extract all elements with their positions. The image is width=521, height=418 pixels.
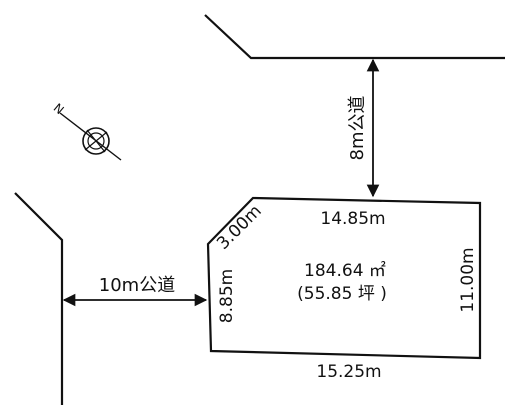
top-road-label: 8m公道: [347, 96, 368, 161]
lot-bottom-edge-length: 15.25m: [316, 362, 381, 382]
north-letter: N: [51, 101, 67, 117]
north-compass-icon: N: [51, 101, 122, 161]
lot-left-edge-length: 8.85m: [217, 269, 237, 323]
left-road-boundary: [14, 192, 64, 405]
top-road-boundary: [204, 14, 505, 60]
lot-area-tsubo: (55.85 坪 ): [297, 284, 387, 304]
lot-right-edge-length: 11.00m: [458, 247, 478, 312]
left-road-label: 10m公道: [99, 275, 175, 296]
lot-top-edge-length: 14.85m: [320, 209, 385, 229]
lot-corner-cut-length: 3.00m: [213, 201, 266, 254]
lot-boundary: [206, 196, 482, 360]
lot-area-sqm: 184.64 ㎡: [304, 261, 386, 281]
